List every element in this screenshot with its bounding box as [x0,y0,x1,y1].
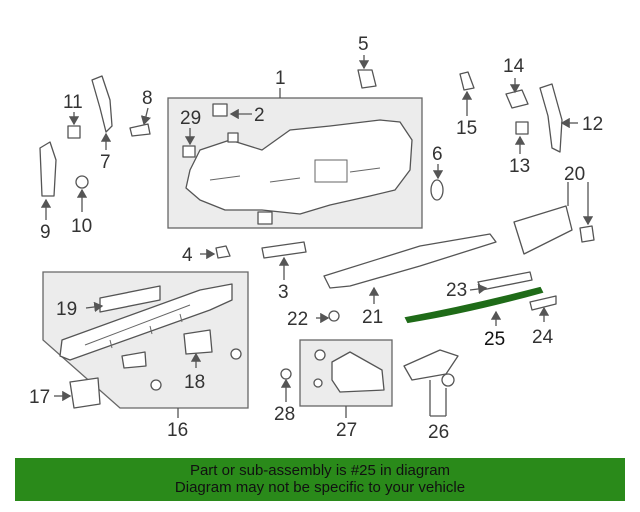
part-15-shape [459,71,475,91]
callout-13: 13 [509,156,530,177]
callout-labels: 1 2 3 4 5 6 7 8 9 10 11 12 13 14 15 16 1… [29,34,603,443]
callout-22: 22 [287,309,308,330]
callout-27: 27 [336,420,357,441]
part-20-shape [513,205,573,255]
part-28-shape [280,368,292,380]
callout-14: 14 [503,56,525,77]
bracket-18-shape [183,329,213,355]
part-14-shape [505,89,529,109]
clip-2-shape [212,103,228,117]
callout-5: 5 [358,34,369,55]
part-5-shape [357,69,377,89]
part-26-shape [403,349,459,381]
callout-3: 3 [278,282,289,303]
part-8-shape [129,123,151,137]
callout-26: 26 [428,422,449,443]
part-11-shape [67,125,81,139]
clip-29-shape [182,145,196,158]
callout-29: 29 [180,108,201,129]
banner-line-part: Part or sub-assembly is #25 in diagram [189,462,451,479]
callout-11: 11 [63,92,83,113]
callout-7: 7 [100,152,111,173]
part-6-shape [430,179,444,201]
trim-panel-shape [185,119,413,215]
part-21-shape [323,233,497,289]
bracket-27-shape [331,351,385,393]
callout-12: 12 [582,114,603,135]
callout-6: 6 [432,144,443,165]
callout-18: 18 [184,372,205,393]
standalone-parts [39,69,595,409]
part-10-shape [75,175,89,189]
callout-9: 9 [40,222,51,243]
part-12-shape [539,83,563,153]
callout-24: 24 [532,327,554,348]
callout-8: 8 [142,88,153,109]
callout-15: 15 [456,118,477,139]
callout-16: 16 [167,420,188,441]
part-23-shape [477,271,533,291]
exploded-parts-diagram: 1 2 3 4 5 6 7 8 9 10 11 12 13 14 15 16 1… [29,34,603,443]
callout-19: 19 [56,299,77,320]
leader-lines [40,55,594,418]
part-25-highlighted[interactable] [404,286,544,324]
callout-10: 10 [71,216,92,237]
callout-17: 17 [29,387,50,408]
banner-line-disclaimer: Diagram may not be specific to your vehi… [174,479,466,496]
callout-4: 4 [182,245,193,266]
trim-panel-group [167,97,423,229]
callout-2: 2 [254,105,265,126]
part-22-shape [328,310,340,322]
notice-banner: Part or sub-assembly is #25 in diagram D… [15,458,625,501]
part-9-shape [39,141,57,197]
part-4-shape [215,245,231,259]
callout-25-highlighted[interactable]: 25 [484,329,505,350]
part-3-shape [261,241,307,259]
callout-28: 28 [274,404,295,425]
part-17-shape [69,377,101,409]
callout-20: 20 [564,164,585,185]
part-24-shape [529,295,557,311]
part-7-shape [91,75,113,133]
callout-21: 21 [362,307,383,328]
part-13-shape [515,121,529,135]
bracket-27-group [299,339,393,407]
callout-1: 1 [275,68,286,89]
callout-23: 23 [446,280,467,301]
